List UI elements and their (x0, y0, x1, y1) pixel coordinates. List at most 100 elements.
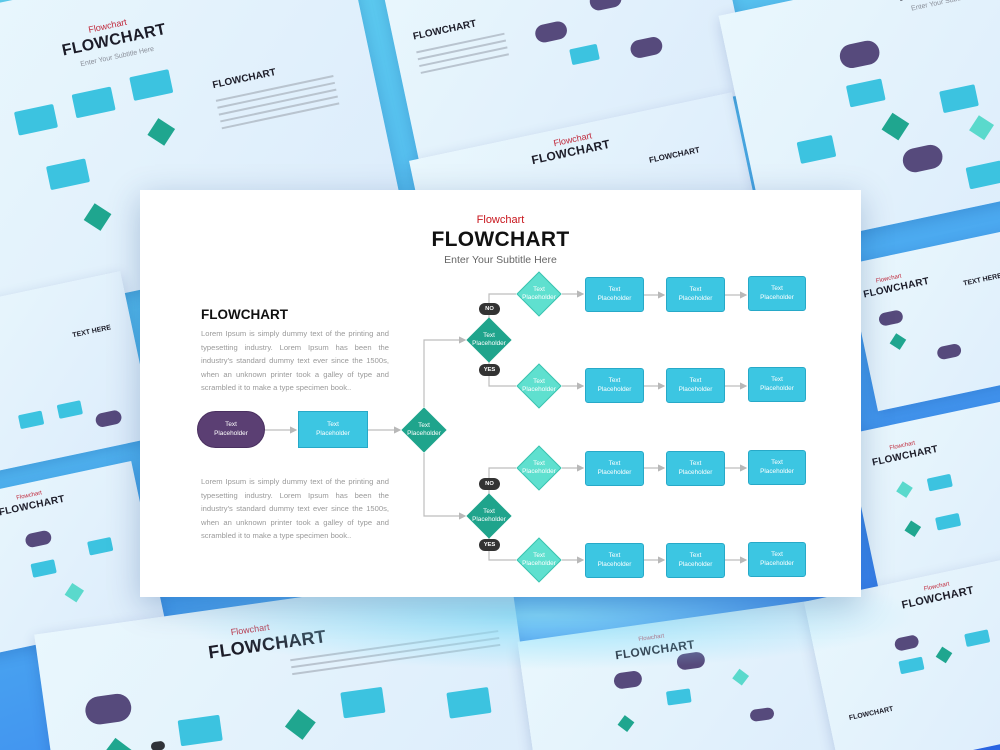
upper-no-tag: NO (479, 303, 500, 315)
bg-alt-heading: TEXT HERE (962, 272, 1000, 288)
bg-decision-node (732, 668, 750, 686)
node-text-line1: Text (327, 421, 339, 428)
bg-terminator-node (837, 38, 882, 71)
bg-side-heading: FLOWCHART (412, 18, 478, 43)
node-text-line2: Placeholder (522, 294, 556, 301)
node-text-line1: Text (225, 421, 237, 428)
flow-connectors (265, 290, 748, 564)
node-text-line2: Placeholder (678, 294, 713, 302)
description-paragraph-1: Lorem Ipsum is simply dummy text of the … (201, 329, 389, 392)
bg-decision-node (889, 333, 907, 350)
lower-yes-tag: YES (479, 539, 500, 551)
bg-process-node (939, 84, 979, 114)
node-text-line1: Text (608, 286, 621, 293)
bg-decision-node (64, 582, 85, 603)
bg-process-node (665, 688, 692, 706)
node-text-line2: Placeholder (760, 467, 794, 475)
node-text-line2: Placeholder (760, 384, 794, 392)
node-text-line1: Text (771, 285, 783, 292)
node-text-line1: Text (771, 459, 783, 466)
node-text-line1: Text (689, 377, 702, 384)
node-text-line2: Placeholder (522, 386, 556, 393)
slide-kicker: Flowchart (476, 214, 525, 226)
bg-decision-node (617, 715, 635, 732)
bg-decision-node (935, 646, 953, 664)
bg-decision-node (284, 709, 316, 740)
node-text-line1: Text (689, 460, 702, 467)
bg-process-node (71, 86, 116, 119)
upper-yes-tag: YES (479, 364, 500, 376)
bg-decision-node (896, 481, 913, 498)
bg-decision-node (102, 737, 133, 750)
bg-process-node (13, 103, 59, 136)
node-text-line2: Placeholder (214, 429, 248, 437)
main-slide: Flowchart FLOWCHART Enter Your Subtitle … (140, 190, 861, 597)
bg-process-node (446, 687, 492, 719)
node-text-line2: Placeholder (597, 560, 632, 568)
bg-process-node (17, 410, 45, 430)
node-text-line1: Text (608, 552, 621, 559)
bg-process-node (177, 714, 223, 747)
node-text-line2: Placeholder (678, 385, 713, 393)
bg-terminator-node (877, 309, 904, 327)
bg-process-node (87, 536, 114, 556)
node-text-line1: Text (608, 377, 621, 384)
bg-tag (150, 740, 166, 750)
bg-process-node (56, 400, 84, 419)
node-text-line2: Placeholder (678, 560, 713, 568)
node-text-line2: Placeholder (760, 559, 794, 567)
slide-subtitle: Enter Your Subtitle Here (444, 254, 557, 266)
bg-decision-node (969, 115, 994, 141)
bg-process-node (796, 134, 837, 164)
node-text-line1: Text (483, 331, 495, 339)
node-text-line1: Text (533, 285, 545, 293)
bg-terminator-node (612, 669, 643, 690)
bg-terminator-node (588, 0, 624, 13)
node-text-line2: Placeholder (407, 430, 441, 437)
node-text-line1: Text (533, 459, 545, 467)
bg-process-node (926, 473, 953, 492)
bg-terminator-node (749, 706, 775, 723)
node-text-line2: Placeholder (597, 385, 632, 393)
bg-terminator-node (628, 35, 664, 60)
bg-process-node (45, 158, 91, 191)
bg-alt-heading: TEXT HERE (71, 324, 112, 340)
node-text-line1: Text (771, 551, 783, 558)
bg-process-node (569, 43, 600, 66)
node-text-line2: Placeholder (597, 294, 632, 302)
bg-process-node (340, 686, 386, 719)
node-text-line2: Placeholder (678, 468, 713, 476)
bg-terminator-node (94, 409, 123, 429)
description-paragraph-2: Lorem Ipsum is simply dummy text of the … (201, 477, 389, 540)
bg-process-node (129, 69, 174, 101)
node-text-line1: Text (483, 507, 495, 515)
bg-side-heading: FLOWCHART (211, 66, 277, 92)
node-text-line2: Placeholder (472, 516, 506, 523)
node-text-line2: Placeholder (316, 429, 350, 437)
bg-decision-node (881, 112, 910, 141)
node-text-line2: Placeholder (597, 468, 632, 476)
bg-text-lines (416, 32, 510, 79)
bg-slide-left-middle: TEXT HERE (0, 271, 156, 479)
